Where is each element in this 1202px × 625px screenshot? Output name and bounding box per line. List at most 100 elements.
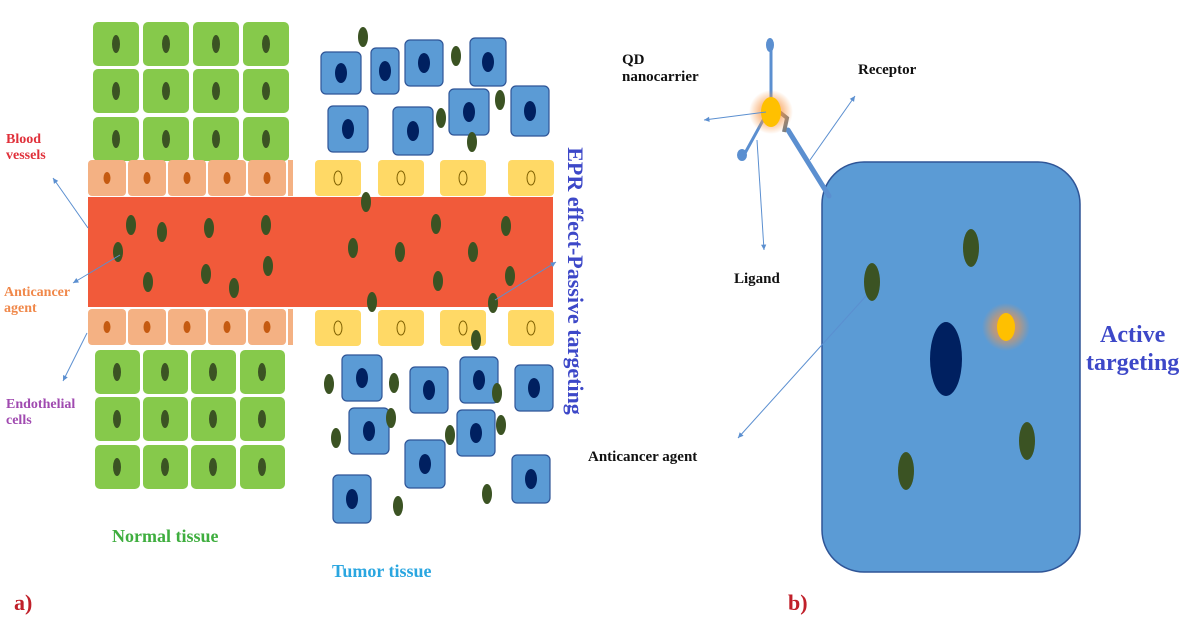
anticancer-agent-particle	[143, 272, 153, 292]
tumor-cell-nucleus	[524, 101, 536, 121]
anticancer-agent-particle	[261, 215, 271, 235]
anticancer-agent-b-arrow	[737, 295, 867, 439]
internalized-anticancer-agent	[1019, 422, 1035, 460]
tumor-cell-nucleus	[407, 121, 419, 141]
leaky-endothelial-nucleus	[458, 320, 468, 336]
tumor-cell-nucleus	[346, 489, 358, 509]
tumor-cell-nucleus	[470, 423, 482, 443]
normal-cell-nucleus	[258, 363, 266, 381]
endothelial-nucleus	[263, 172, 271, 184]
panel-a-label: a)	[14, 590, 33, 615]
blood-vessels-arrow	[52, 177, 89, 229]
anticancer-agent-particle	[436, 108, 446, 128]
pointer-arrows	[52, 177, 557, 382]
blood-vessels-arrow-head	[53, 178, 59, 184]
anticancer-agent-particle	[361, 192, 371, 212]
receptor-arrow-head	[849, 96, 855, 102]
tumor-cell-nucleus	[528, 378, 540, 398]
ligand-tip	[737, 149, 747, 161]
normal-cell-nucleus	[162, 130, 170, 148]
endothelial-cells-arrow	[62, 332, 88, 382]
anticancer-agent-arrow	[72, 254, 121, 284]
ligand-label: Ligand	[734, 271, 780, 287]
anticancer-agent-b-arrow-head	[738, 432, 744, 438]
epr-arrow-head	[550, 262, 556, 268]
normal-cell-nucleus	[161, 363, 169, 381]
blood-vessels-label: Blood vessels	[6, 132, 46, 164]
anticancer-agent-particle	[348, 238, 358, 258]
qd-nanocarrier-label: QD nanocarrier	[622, 52, 699, 86]
normal-cell-nucleus	[112, 82, 120, 100]
normal-cell-nucleus	[262, 82, 270, 100]
endothelial-cells-arrow-head	[63, 375, 68, 381]
anticancer-agent-particle	[201, 264, 211, 284]
leaky-endothelial-nucleus	[396, 320, 406, 336]
leaky-endothelial-cell	[508, 310, 554, 346]
anticancer-agent-particles	[113, 27, 515, 516]
tumor-cell-nucleus	[482, 52, 494, 72]
anticancer-agent-particle	[204, 218, 214, 238]
normal-cell-nucleus	[113, 410, 121, 428]
anticancer-agent-particle	[433, 271, 443, 291]
endothelial-cells	[88, 160, 554, 346]
tumor-cell-nucleus	[463, 102, 475, 122]
internalized-anticancer-agent	[898, 452, 914, 490]
anticancer-agent-particle	[492, 383, 502, 403]
anticancer-agent-b-label: Anticancer agent	[588, 449, 698, 465]
endothelial-nucleus	[223, 321, 231, 333]
leaky-endothelial-cell	[315, 160, 361, 196]
normal-cell-nucleus	[161, 458, 169, 476]
anticancer-agent-label: Anticancer agent	[4, 285, 71, 317]
normal-cell-nucleus	[113, 458, 121, 476]
leaky-endothelial-cell	[508, 160, 554, 196]
endothelial-cell-edge	[288, 160, 293, 196]
endothelial-nucleus	[103, 321, 111, 333]
internalized-qd-core	[997, 313, 1015, 341]
receptor-stalk	[785, 127, 832, 199]
normal-cell-nucleus	[209, 458, 217, 476]
normal-cell-nucleus	[162, 82, 170, 100]
tumor-cell-nucleus	[356, 368, 368, 388]
normal-cell-nucleus	[262, 130, 270, 148]
anticancer-agent-particle	[495, 90, 505, 110]
active-targeting-label: Active targeting	[1086, 322, 1180, 376]
normal-cell-nucleus	[258, 458, 266, 476]
epr-effect-label: EPR effect-Passive targeting	[563, 146, 588, 415]
anticancer-agent-particle	[389, 373, 399, 393]
anticancer-agent-particle	[471, 330, 481, 350]
normal-cell-nucleus	[161, 410, 169, 428]
anticancer-agent-particle	[488, 293, 498, 313]
normal-cell-nucleus	[258, 410, 266, 428]
anticancer-agent-particle	[482, 484, 492, 504]
anticancer-agent-particle	[431, 214, 441, 234]
endothelial-nucleus	[103, 172, 111, 184]
tumor-cell-nucleus	[363, 421, 375, 441]
leaky-endothelial-nucleus	[333, 320, 343, 336]
tumor-tissue-cells	[320, 37, 554, 524]
tumor-cell-nucleus	[423, 380, 435, 400]
leaky-endothelial-cell	[378, 310, 424, 346]
normal-tissue-cells	[93, 22, 289, 489]
anticancer-agent-particle	[467, 132, 477, 152]
anticancer-agent-particle	[367, 292, 377, 312]
active-targeting-panel	[703, 38, 1081, 573]
anticancer-agent-particle	[157, 222, 167, 242]
internalized-anticancer-agent	[864, 263, 880, 301]
anticancer-agent-particle	[126, 215, 136, 235]
anticancer-agent-particle	[113, 242, 123, 262]
ligand-arrow-head	[761, 244, 767, 250]
endothelial-cell-edge	[288, 309, 293, 345]
tumor-cell-nucleus	[379, 61, 391, 81]
normal-cell-nucleus	[209, 363, 217, 381]
receptor-label: Receptor	[858, 62, 917, 78]
endothelial-nucleus	[143, 172, 151, 184]
anticancer-agent-particle	[229, 278, 239, 298]
normal-cell-nucleus	[112, 130, 120, 148]
anticancer-agent-particle	[358, 27, 368, 47]
tumor-cell-nucleus	[335, 63, 347, 83]
normal-tissue-label: Normal tissue	[112, 526, 219, 546]
qd-nanocarrier-arrow	[703, 111, 767, 121]
anticancer-agent-particle	[505, 266, 515, 286]
blood-vessel	[88, 197, 553, 307]
